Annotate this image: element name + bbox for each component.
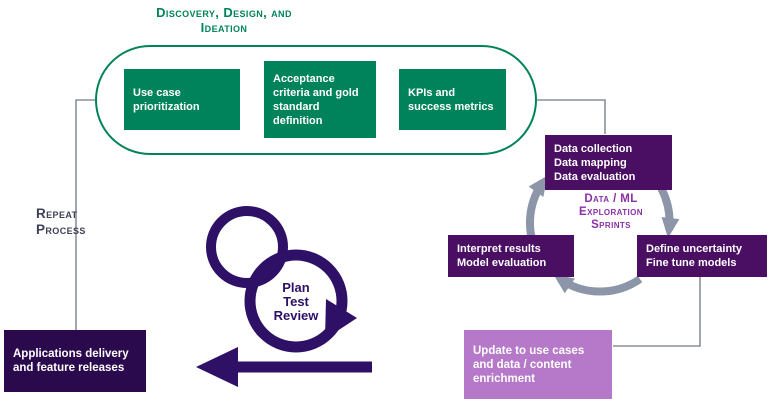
- loop-direction-arrowhead-icon: [325, 299, 357, 339]
- node-label: KPIs and success metrics: [408, 86, 494, 113]
- repeat-line2: Process: [36, 222, 86, 237]
- node-use-case-prioritization: Use case prioritization: [124, 69, 240, 130]
- discovery-title-line1: Discovery, Design, and: [156, 5, 292, 20]
- node-label: Update to use cases and data / content e…: [473, 344, 585, 385]
- node-define-uncertainty: Define uncertainty Fine tune models: [637, 235, 767, 277]
- node-line: Define uncertainty: [646, 243, 742, 255]
- loop-small-circle: [206, 206, 288, 288]
- repeat-process-label: Repeat Process: [36, 206, 120, 238]
- repeat-line1: Repeat: [36, 206, 78, 221]
- node-kpis-success-metrics: KPIs and success metrics: [399, 69, 506, 130]
- node-line: Data evaluation: [554, 170, 636, 183]
- node-acceptance-criteria: Acceptance criteria and gold standard de…: [264, 61, 376, 138]
- node-label: Applications delivery and feature releas…: [13, 348, 129, 374]
- connector-stadium-to-sprints: [537, 99, 606, 134]
- node-interpret-results: Interpret results Model evaluation: [448, 235, 574, 277]
- node-line: Fine tune models: [646, 257, 737, 269]
- node-label: Use case prioritization: [133, 86, 200, 113]
- node-line: Model evaluation: [457, 257, 547, 269]
- center-label-line1: Data / ML: [584, 193, 638, 205]
- loop-line2: Test: [283, 294, 309, 309]
- plan-test-review-label: Plan Test Review: [268, 281, 324, 323]
- center-label-line3: Sprints: [591, 219, 631, 231]
- node-data-collection: Data collection Data mapping Data evalua…: [545, 135, 672, 190]
- center-label-line2: Exploration: [579, 206, 643, 218]
- discovery-title: Discovery, Design, and Ideation: [124, 5, 324, 35]
- loop-line3: Review: [273, 308, 319, 323]
- cycle-arrow-bottom: [553, 274, 643, 296]
- node-applications-delivery: Applications delivery and feature releas…: [4, 330, 146, 392]
- node-line: Interpret results: [457, 243, 541, 255]
- node-line: Data mapping: [554, 156, 627, 169]
- node-update-use-cases: Update to use cases and data / content e…: [464, 330, 612, 399]
- node-label: Acceptance criteria and gold standard de…: [273, 72, 359, 127]
- sprints-center-label: Data / ML Exploration Sprints: [556, 193, 666, 232]
- loop-left-arrowhead-icon: [196, 347, 238, 387]
- connector-sprints-to-update: [613, 277, 701, 347]
- node-line: Data collection: [554, 142, 633, 155]
- loop-line1: Plan: [282, 280, 310, 295]
- discovery-stadium-outline: [95, 45, 537, 155]
- discovery-title-line2: Ideation: [200, 20, 248, 35]
